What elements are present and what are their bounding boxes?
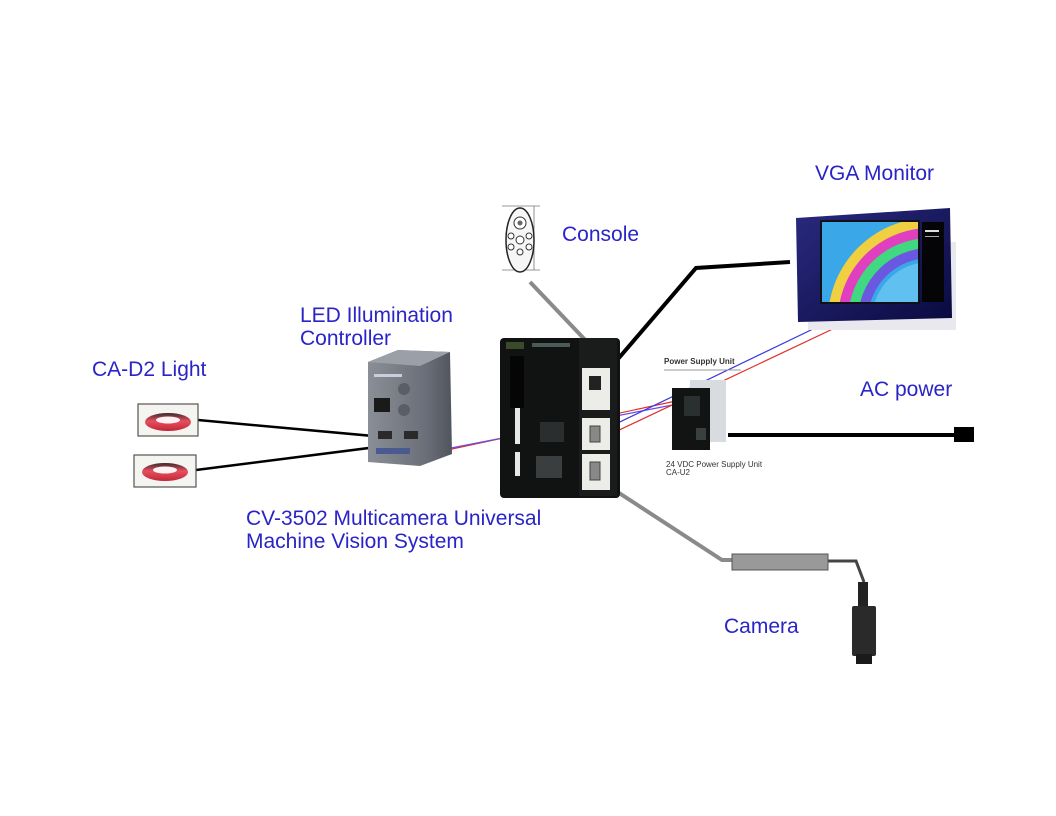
vga-monitor xyxy=(796,208,956,330)
led-controller-label-line1: LED Illumination xyxy=(300,304,453,327)
camera-label: Camera xyxy=(724,615,799,638)
cv-3502-main-unit xyxy=(500,338,620,498)
led-illumination-controller xyxy=(368,350,452,466)
light1-cable xyxy=(197,418,385,439)
ac-plug xyxy=(954,427,974,442)
psu-header-label: Power Supply Unit xyxy=(664,357,735,366)
power-supply-unit xyxy=(664,369,741,450)
console-label: Console xyxy=(562,223,640,246)
vga-monitor-label: VGA Monitor xyxy=(815,162,935,185)
ac-power-label: AC power xyxy=(860,378,953,401)
ca-d2-light-1 xyxy=(137,403,199,437)
main-unit-label-line1: CV-3502 Multicamera Universal xyxy=(246,507,542,530)
psu-caption-line1: 24 VDC Power Supply Unit xyxy=(666,460,763,469)
led-controller-label-line2: Controller xyxy=(300,327,392,350)
main-unit-label-line2: Machine Vision System xyxy=(246,530,464,553)
console-remote xyxy=(502,205,540,273)
camera-cable xyxy=(594,476,732,562)
monitor-cable xyxy=(610,260,791,368)
console-cable xyxy=(528,280,592,347)
camera xyxy=(731,553,876,664)
ca-d2-light-2 xyxy=(133,454,197,488)
camera-tail-cable xyxy=(828,559,866,583)
psu-caption-line2: CA-U2 xyxy=(666,468,691,477)
ca-d2-light-label: CA-D2 Light xyxy=(92,358,207,381)
